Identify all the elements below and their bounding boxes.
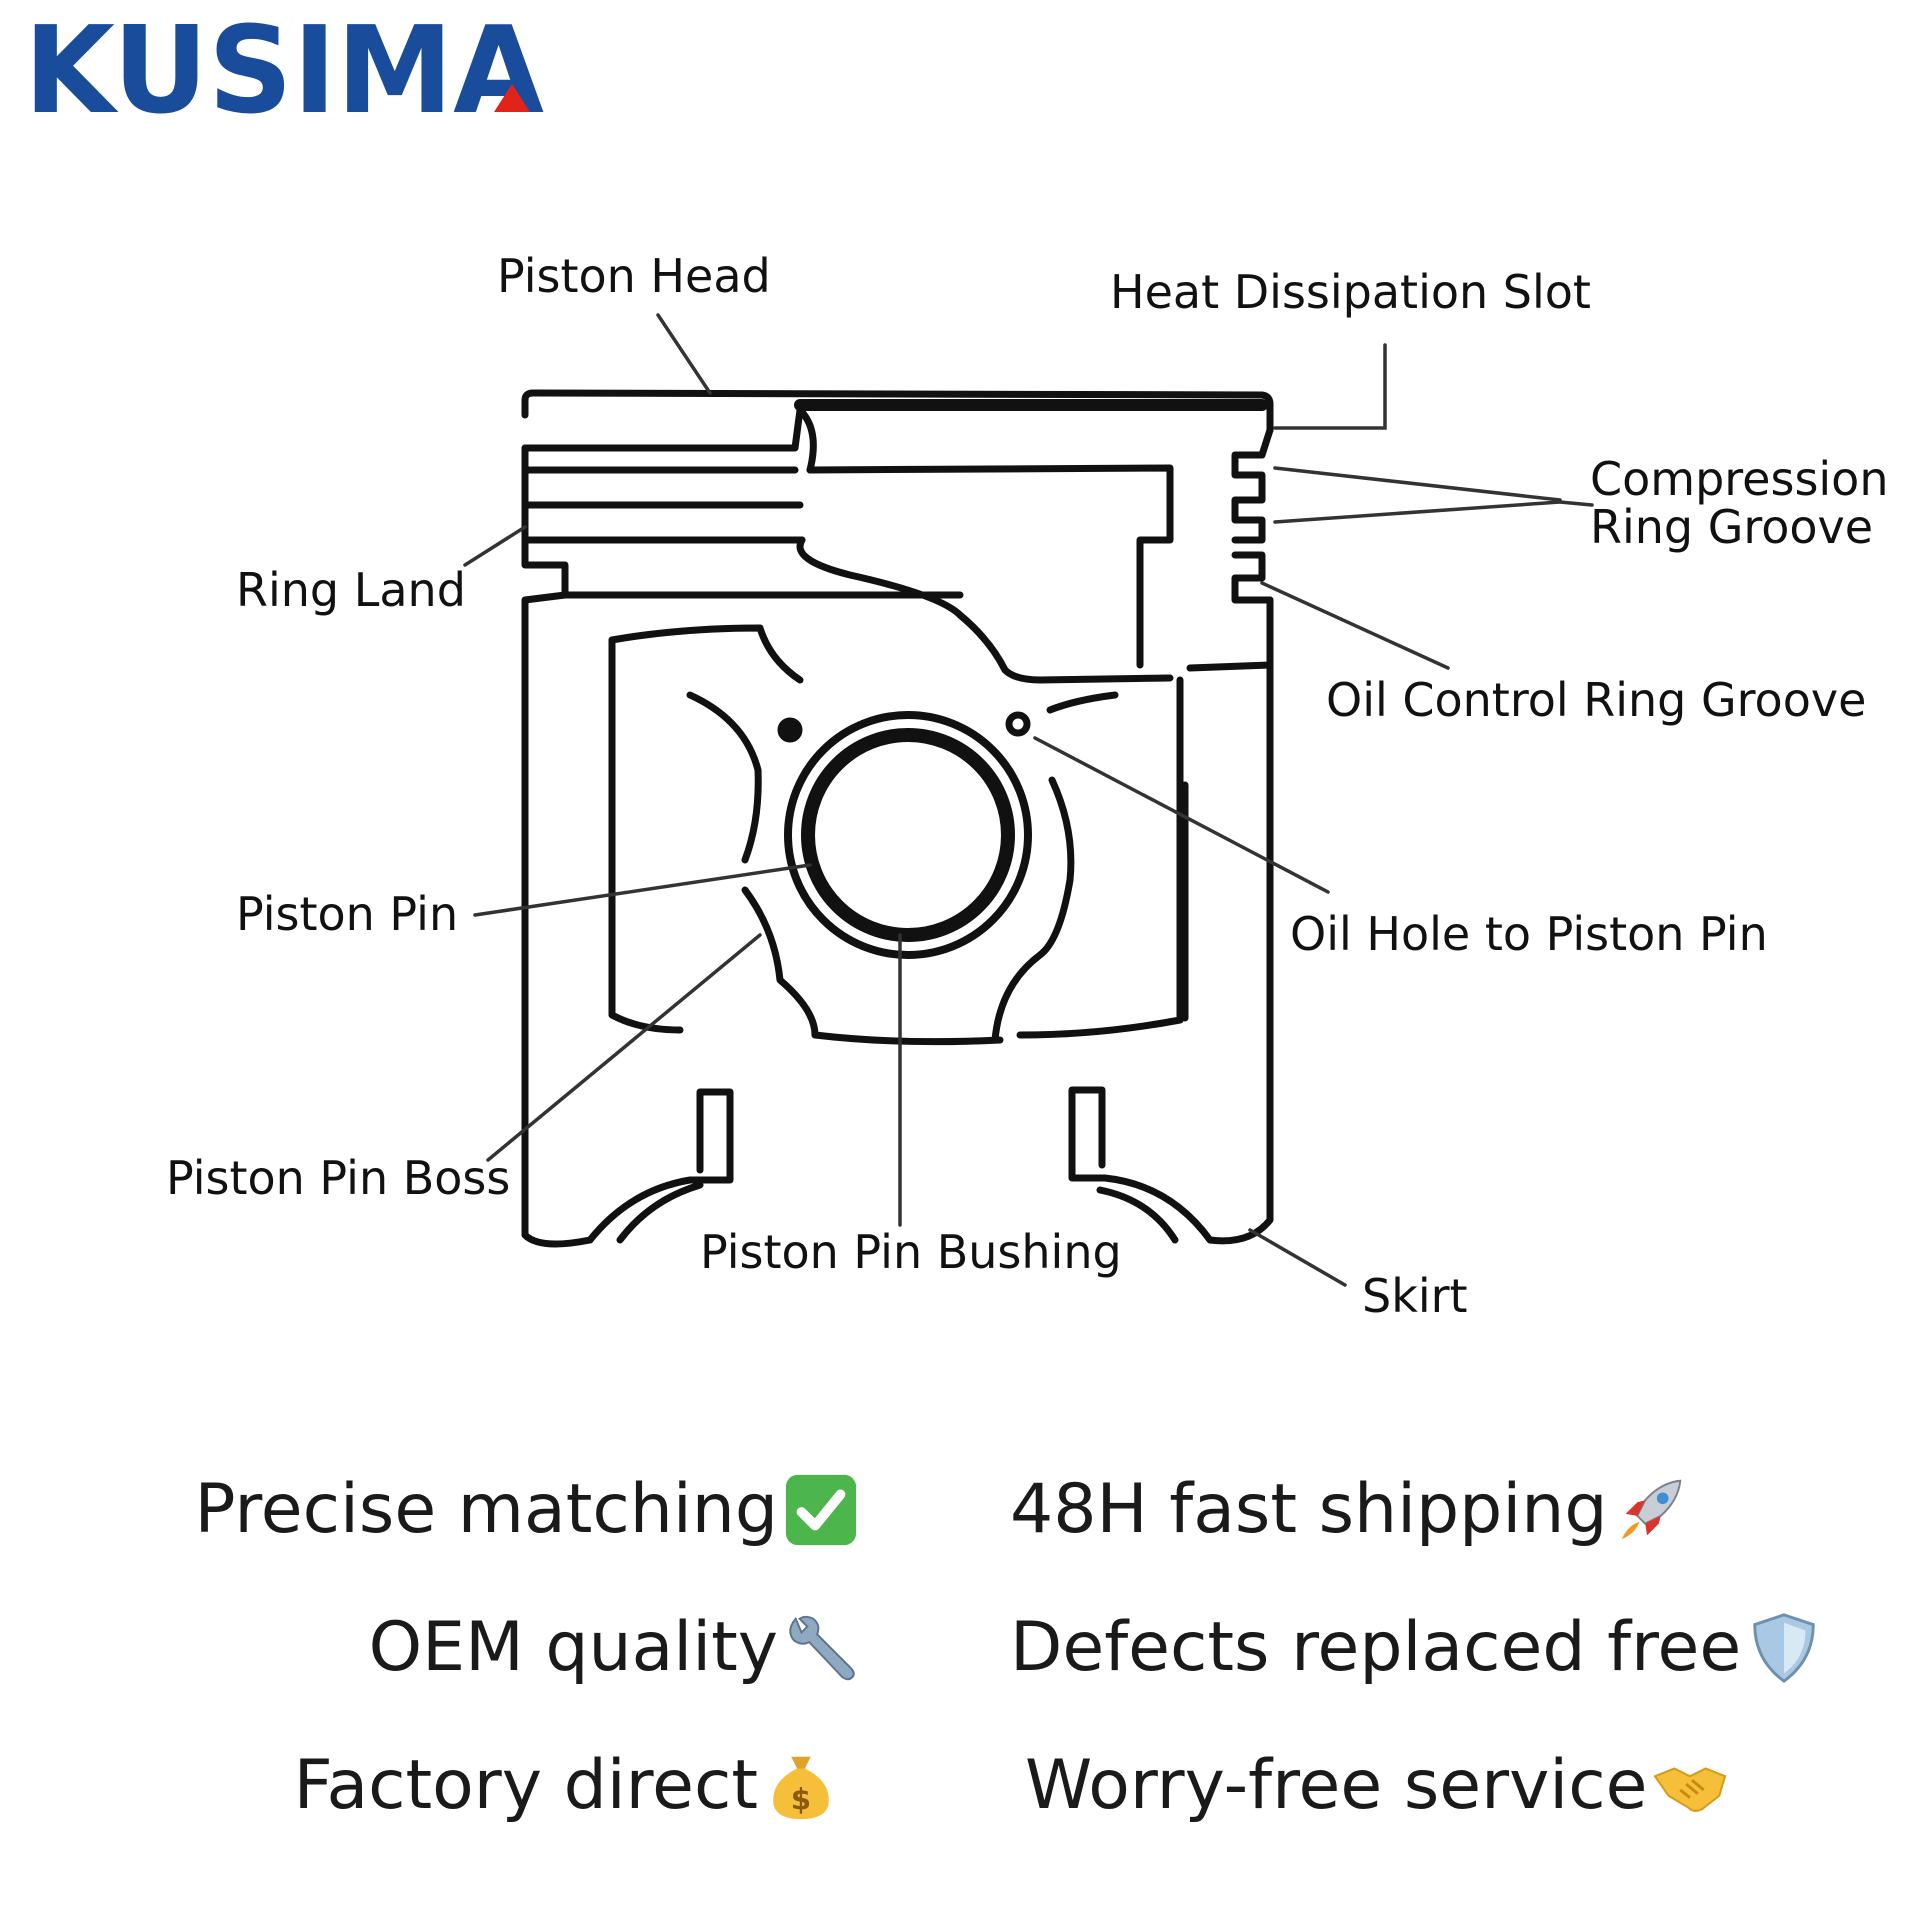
feature-factory-direct: Factory direct $ — [100, 1746, 840, 1825]
skirt-slot-right — [1068, 1086, 1214, 1244]
leader-piston-head — [656, 313, 712, 395]
wrench-icon — [789, 1615, 855, 1680]
feature-oem-quality: OEM quality — [100, 1608, 860, 1687]
piston-body — [521, 591, 964, 1248]
leader-skirt — [1248, 1228, 1347, 1287]
head-step — [521, 406, 804, 452]
label-piston-pin-boss: Piston Pin Boss — [166, 1151, 511, 1205]
skirt-slot-left — [586, 1088, 734, 1244]
handshake-icon — [1653, 1766, 1727, 1812]
label-skirt: Skirt — [1362, 1269, 1468, 1323]
label-ring-land: Ring Land — [236, 563, 466, 617]
piston-pin — [801, 728, 1015, 942]
feature-48h-fast-shipping: 48H fast shipping — [1010, 1470, 1690, 1549]
feature-defects-replaced-free: Defects replaced free — [1010, 1608, 1823, 1687]
label-heat-dissipation-slot: Heat Dissipation Slot — [1110, 265, 1591, 319]
label-oil-hole-to-piston-pin: Oil Hole to Piston Pin — [1290, 907, 1768, 961]
oil-hole-left — [777, 717, 803, 743]
feature-precise-matching: Precise matching — [100, 1470, 860, 1549]
label-piston-pin: Piston Pin — [236, 887, 459, 941]
shield-icon — [1753, 1612, 1815, 1683]
left-groove-3 — [521, 501, 806, 544]
svg-text:KUSIMA: KUSIMA — [24, 14, 544, 124]
right-groove-1 — [1231, 426, 1274, 544]
check-mark-icon — [785, 1474, 857, 1545]
feature-worry-free-service: Worry-free service — [1025, 1746, 1729, 1825]
feature-text: Defects replaced free — [1010, 1608, 1742, 1687]
leader-oil-control — [1260, 581, 1450, 670]
left-groove-2 — [521, 466, 804, 509]
pin-boss-left — [686, 691, 819, 1039]
logo-red-accent — [494, 84, 530, 112]
piston-pin-bushing — [784, 711, 1032, 959]
kusima-logo: KUSIMA — [24, 14, 544, 124]
pin-boss-right — [1046, 691, 1119, 714]
leader-heat-slot — [1273, 343, 1387, 430]
label-oil-control-ring-groove: Oil Control Ring Groove — [1326, 673, 1867, 727]
money-bag-icon: $ — [773, 1756, 829, 1819]
feature-text: Worry-free service — [1025, 1746, 1648, 1825]
rocket-icon — [1621, 1479, 1681, 1539]
inner-window — [608, 636, 684, 1034]
leader-compression-1 — [1273, 466, 1562, 502]
leader-compression-2 — [1273, 500, 1594, 524]
piston-crown — [521, 389, 1274, 434]
label-piston-head: Piston Head — [497, 249, 771, 303]
feature-text: Factory direct — [293, 1746, 758, 1825]
feature-text: 48H fast shipping — [1010, 1470, 1608, 1549]
leader-oil-hole — [1033, 736, 1330, 894]
leader-ring-land — [463, 525, 527, 567]
leader-pin-boss — [486, 933, 762, 1162]
oil-groove-right — [1231, 551, 1274, 604]
svg-text:$: $ — [791, 1782, 811, 1816]
piston-diagram — [463, 313, 1594, 1287]
label-piston-pin-bushing: Piston Pin Bushing — [700, 1225, 1122, 1279]
leader-piston-pin — [473, 863, 812, 917]
oil-hole-right — [1005, 711, 1031, 737]
feature-text: OEM quality — [368, 1608, 778, 1687]
label-compression-ring-groove: Compression Ring Groove — [1590, 452, 1889, 555]
feature-text: Precise matching — [194, 1470, 778, 1549]
